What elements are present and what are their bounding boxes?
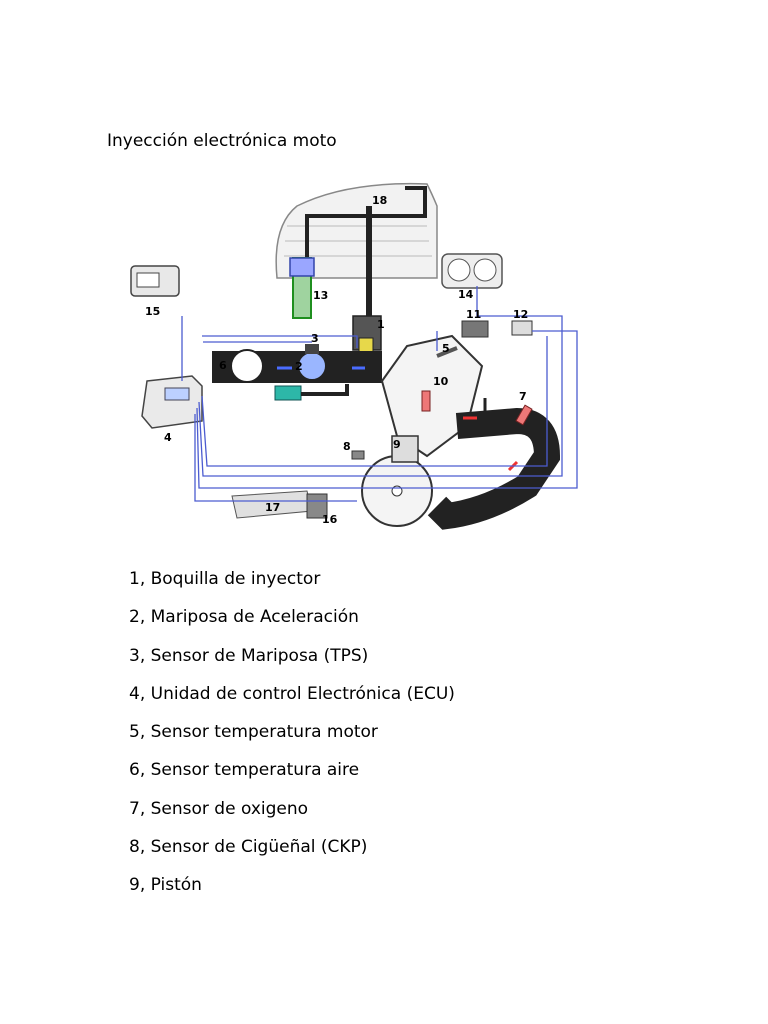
legend-item: 9, Pistón — [129, 875, 202, 896]
engine-temp-sensor — [436, 346, 458, 358]
label-2: 2 — [295, 360, 303, 373]
label-13: 13 — [313, 289, 328, 302]
exhaust-pipe — [427, 407, 561, 530]
label-5: 5 — [442, 342, 450, 355]
spark-plug — [421, 390, 431, 412]
label-9: 9 — [393, 438, 401, 451]
fuel-tank — [275, 182, 438, 279]
component-legend: 1, Boquilla de inyector 2, Mariposa de A… — [129, 568, 455, 913]
fuse-box — [511, 320, 533, 336]
legend-item: 2, Mariposa de Aceleración — [129, 607, 359, 628]
label-10: 10 — [433, 375, 449, 388]
label-18: 18 — [372, 194, 387, 207]
label-3: 3 — [311, 332, 319, 345]
page-title: Inyección electrónica moto — [107, 131, 337, 151]
label-11: 11 — [466, 308, 481, 321]
label-15: 15 — [145, 305, 160, 318]
label-4: 4 — [164, 431, 172, 444]
wiring — [181, 286, 578, 502]
legend-item: 5, Sensor temperatura motor — [129, 722, 378, 743]
legend-item: 1, Boquilla de inyector — [129, 569, 321, 589]
air-temp-sensor — [230, 349, 264, 383]
label-14: 14 — [458, 288, 474, 301]
legend-item: 7, Sensor de oxigeno — [129, 798, 309, 819]
legend-item: 3, Sensor de Mariposa (TPS) — [129, 645, 369, 666]
injection-diagram: 1 2 3 4 5 6 7 8 9 10 11 12 13 14 15 16 1… — [107, 166, 640, 553]
label-7: 7 — [519, 390, 527, 403]
legend-item: 6, Sensor temperatura aire — [129, 760, 360, 781]
piston — [391, 435, 419, 463]
legend-item: 8, Sensor de Cigüeñal (CKP) — [129, 837, 368, 858]
oxygen-sensor — [515, 404, 533, 426]
relay — [461, 320, 489, 338]
label-6: 6 — [219, 359, 227, 372]
label-1: 1 — [377, 318, 385, 331]
label-17: 17 — [265, 501, 280, 514]
label-8: 8 — [343, 440, 351, 453]
legend-item: 4, Unidad de control Electrónica (ECU) — [129, 683, 455, 704]
throttle-sensor — [305, 344, 319, 354]
label-16: 16 — [322, 513, 338, 526]
crank-sensor — [351, 450, 365, 460]
fuel-return-line — [305, 186, 427, 276]
label-12: 12 — [513, 308, 528, 321]
injection-diagram-svg: 1 2 3 4 5 6 7 8 9 10 11 12 13 14 15 16 1… — [130, 182, 578, 530]
ecu — [141, 375, 203, 429]
idle-valve — [274, 385, 302, 401]
